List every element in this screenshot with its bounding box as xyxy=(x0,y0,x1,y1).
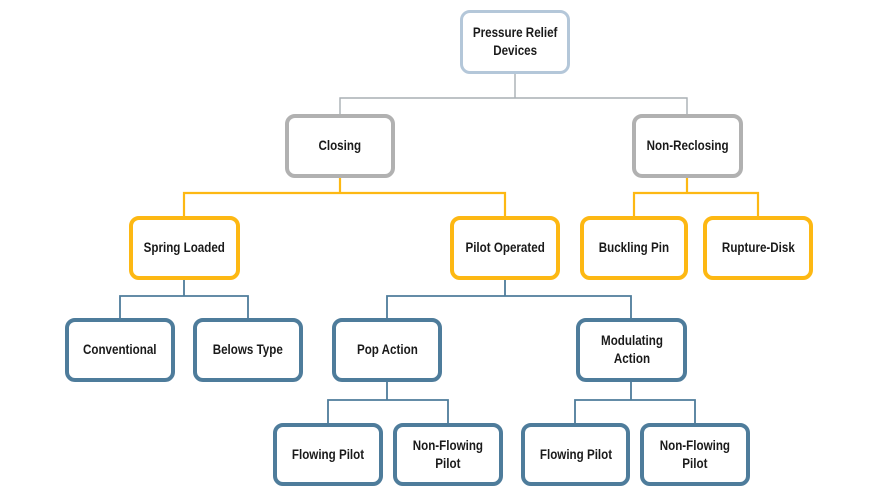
node-rupture-disk: Rupture-Disk xyxy=(703,216,813,280)
node-label: Non-Reclosing xyxy=(646,138,729,154)
node-flowing-pilot-2: Flowing Pilot xyxy=(521,423,630,486)
node-conventional: Conventional xyxy=(65,318,175,382)
node-pressure-relief-devices: Pressure Relief Devices xyxy=(460,10,570,74)
connector-modulating-action-to-children xyxy=(574,382,696,423)
node-label: Buckling Pin xyxy=(598,240,670,256)
node-label: Belows Type xyxy=(212,342,284,358)
node-label: Pilot Operated xyxy=(465,240,545,256)
connector-non-reclosing-to-children xyxy=(632,178,760,216)
connector-closing-to-children xyxy=(182,178,507,216)
node-non-flowing-pilot-1: Non-Flowing Pilot xyxy=(393,423,503,486)
node-closing: Closing xyxy=(285,114,395,178)
node-non-reclosing: Non-Reclosing xyxy=(632,114,743,178)
node-label: Pop Action xyxy=(356,342,418,358)
node-belows-type: Belows Type xyxy=(193,318,303,382)
node-label: Flowing Pilot xyxy=(291,446,365,462)
node-label: Pressure Relief Devices xyxy=(472,25,558,58)
node-label: Flowing Pilot xyxy=(539,446,612,462)
connector-root-to-level2 xyxy=(339,74,688,114)
node-buckling-pin: Buckling Pin xyxy=(580,216,688,280)
node-modulating-action: Modulating Action xyxy=(576,318,687,382)
node-non-flowing-pilot-2: Non-Flowing Pilot xyxy=(640,423,750,486)
node-label: Spring Loaded xyxy=(143,240,226,256)
node-label: Closing xyxy=(318,138,362,154)
node-label: Non-Flowing Pilot xyxy=(659,437,731,471)
node-pilot-operated: Pilot Operated xyxy=(450,216,560,280)
connector-pilot-operated-to-children xyxy=(386,280,632,318)
node-label: Rupture-Disk xyxy=(721,240,795,256)
node-label: Modulating Action xyxy=(600,333,663,366)
node-flowing-pilot-1: Flowing Pilot xyxy=(273,423,383,486)
node-pop-action: Pop Action xyxy=(332,318,442,382)
node-label: Conventional xyxy=(83,342,157,358)
connector-spring-loaded-to-children xyxy=(119,280,249,318)
node-label: Non-Flowing Pilot xyxy=(412,437,484,471)
node-spring-loaded: Spring Loaded xyxy=(129,216,240,280)
connector-pop-action-to-children xyxy=(327,382,449,423)
